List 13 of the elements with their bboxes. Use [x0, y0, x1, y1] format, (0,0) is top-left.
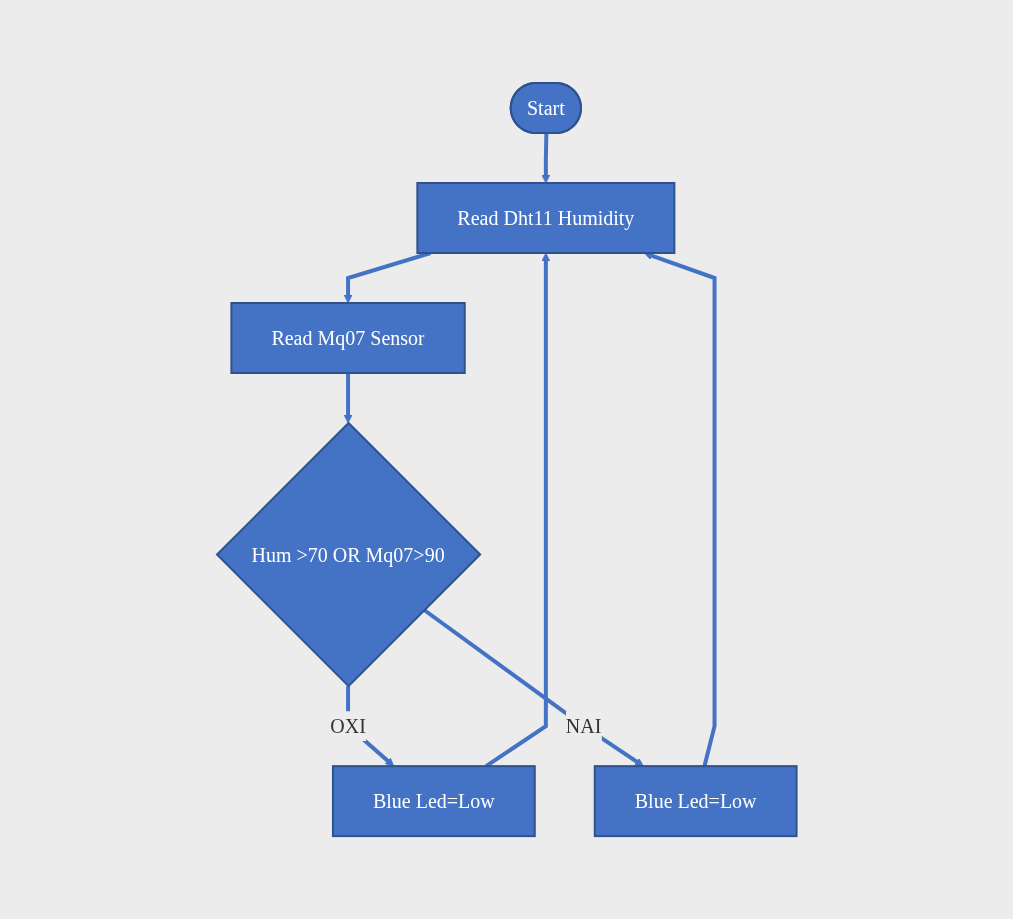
arrow [422, 608, 644, 767]
arrow [643, 251, 717, 767]
edge-label: OXI [330, 715, 366, 738]
node-diamond: Hum >70 OR Mq07>90 [215, 421, 482, 688]
arrow [343, 251, 431, 304]
node-box: Read Dht11 Humidity [416, 181, 676, 254]
edge-label: NAI [565, 715, 602, 738]
arrow [541, 133, 550, 184]
node-box: Blue Led=Low [593, 765, 798, 838]
arrow [484, 252, 550, 768]
arrow [343, 372, 353, 424]
node-box: Blue Led=Low [331, 765, 536, 838]
node-box: Read Mq07 Sensor [230, 301, 466, 374]
